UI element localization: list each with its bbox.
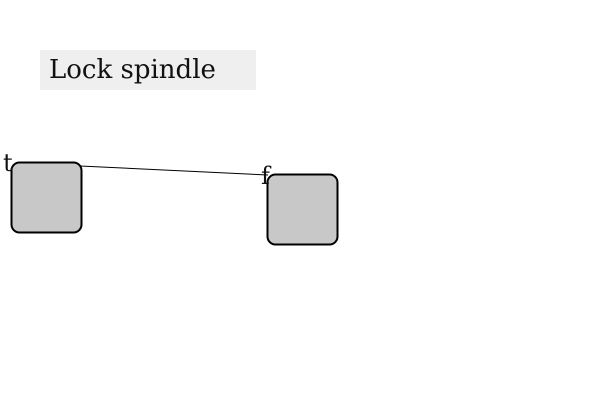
right-node-label: f (261, 162, 272, 190)
left-node-label: t (3, 149, 13, 177)
right-node-box (266, 173, 339, 246)
left-node-box (10, 161, 83, 234)
connector-line (79, 165, 269, 176)
left-node[interactable]: t (3, 149, 83, 234)
diagram-title: Lock spindle (40, 50, 256, 90)
right-node[interactable]: f (261, 162, 339, 246)
